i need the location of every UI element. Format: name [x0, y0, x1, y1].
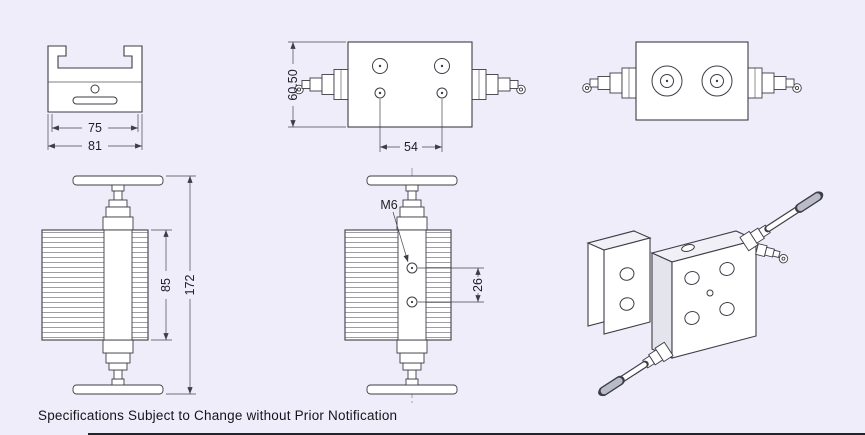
- thread-label: M6: [380, 198, 397, 212]
- isometric-view: [586, 191, 824, 397]
- dim-label-hole-spacing: 54: [404, 140, 418, 154]
- bracket-slot: [72, 96, 118, 105]
- dim-label-inner-width: 75: [88, 121, 102, 135]
- mounting-holes: [372, 58, 450, 99]
- dimension-bracket-inner-width: 75: [51, 114, 139, 135]
- iso-mounting-bracket: [586, 230, 652, 335]
- dimension-overall-height: 172: [166, 175, 197, 395]
- iso-manifold-block: [650, 230, 758, 359]
- dimension-hole-spacing: 54: [379, 99, 443, 154]
- iso-top-valve-handle: [739, 191, 824, 252]
- dimension-body-height: 85: [151, 229, 173, 341]
- dim-label-block-depth: 60.50: [286, 69, 300, 100]
- rear-view: [582, 41, 802, 121]
- top-plan-view: 60.50 54: [286, 41, 526, 154]
- thread-callout: M6: [380, 198, 409, 263]
- dimension-bracket-outer-width: 81: [47, 114, 143, 153]
- iso-side-fitting: [755, 243, 789, 264]
- valve-column: [397, 229, 427, 341]
- side-profile-view: 75 81: [47, 45, 143, 153]
- gauge-ports: [406, 262, 418, 308]
- window-bottom-edge: [88, 433, 865, 435]
- footer-note: Specifications Subject to Change without…: [38, 408, 398, 423]
- valve-column: [103, 229, 133, 341]
- dim-label-body-height: 85: [159, 278, 173, 292]
- iso-bottom-valve-handle: [598, 341, 674, 397]
- bracket-hole: [90, 84, 100, 94]
- dimension-block-depth: 60.50: [286, 41, 346, 128]
- front-view: 85 172: [41, 175, 197, 395]
- manifold-body-top: [347, 41, 473, 128]
- front-ports-view: M6 26: [344, 168, 485, 404]
- dimension-port-spacing: 26: [418, 267, 485, 303]
- rear-ports: [651, 65, 733, 97]
- dim-label-outer-width: 81: [88, 139, 102, 153]
- dim-label-overall-height: 172: [183, 275, 197, 296]
- dim-label-port-spacing: 26: [471, 278, 485, 292]
